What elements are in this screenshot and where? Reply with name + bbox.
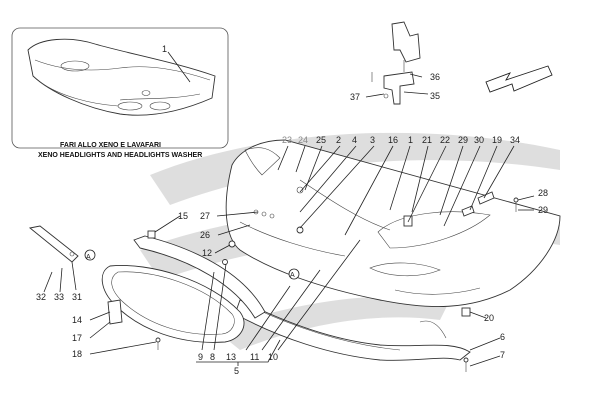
inset-bumper-drawing (27, 38, 216, 116)
callout-inset-1: 1 (162, 44, 167, 54)
leader-lines (43, 73, 535, 367)
callout-8: 8 (210, 352, 215, 362)
callout-28: 28 (538, 188, 548, 198)
callout-11: 11 (250, 352, 259, 362)
small-fasteners (107, 191, 519, 372)
callout-9: 9 (198, 352, 203, 362)
marker-a-center: A (290, 272, 295, 279)
callout-10: 10 (268, 352, 278, 362)
callout-20: 20 (484, 313, 494, 323)
callout-30: 30 (474, 135, 484, 145)
callout-19: 19 (492, 135, 502, 145)
side-strip-drawing (28, 225, 79, 263)
callout-labels: 1 36 35 37 23 24 25 2 4 3 16 1 21 22 29 … (36, 44, 548, 376)
callout-35: 35 (430, 91, 440, 101)
lower-spoiler-drawing (234, 299, 471, 361)
callout-34: 34 (510, 135, 520, 145)
callout-18: 18 (72, 349, 82, 359)
view-direction-arrow (485, 65, 553, 93)
callout-32: 32 (36, 292, 46, 302)
callout-33: 33 (54, 292, 64, 302)
callout-37: 37 (350, 92, 360, 102)
leader-inset-1 (167, 51, 191, 83)
callout-5: 5 (234, 366, 239, 376)
marker-a-circle-center (288, 268, 300, 280)
callout-24: 24 (298, 135, 308, 145)
callout-17: 17 (72, 333, 82, 343)
front-bumper-drawing (225, 139, 561, 308)
callout-6: 6 (500, 332, 505, 342)
inset-caption-italian: FARI ALLO XENO E LAVAFARI (60, 142, 161, 149)
callout-29-top: 29 (458, 135, 468, 145)
callout-4: 4 (352, 135, 357, 145)
callout-23: 23 (282, 135, 292, 145)
callout-15: 15 (178, 211, 188, 221)
callout-14: 14 (72, 315, 82, 325)
callout-3: 3 (370, 135, 375, 145)
marker-a-left: A (86, 254, 91, 261)
callout-21: 21 (422, 135, 432, 145)
callout-25: 25 (316, 135, 326, 145)
headlight-bracket-drawing (371, 21, 421, 105)
callout-1: 1 (408, 135, 413, 145)
callout-26: 26 (200, 230, 210, 240)
callout-2: 2 (336, 135, 341, 145)
callout-16: 16 (388, 135, 398, 145)
callout-31: 31 (72, 292, 82, 302)
callout-13: 13 (226, 352, 236, 362)
callout-27: 27 (200, 211, 210, 221)
callout-29-right: 29 (538, 205, 548, 215)
marker-a-circle-left (84, 249, 96, 261)
inset-caption-english: XENO HEADLIGHTS AND HEADLIGHTS WASHER (38, 152, 202, 159)
grille-drawing (101, 235, 266, 343)
callout-7: 7 (500, 350, 505, 360)
callout-22: 22 (440, 135, 450, 145)
inset-frame (11, 27, 229, 149)
callout-12: 12 (202, 248, 212, 258)
callout-36: 36 (430, 72, 440, 82)
